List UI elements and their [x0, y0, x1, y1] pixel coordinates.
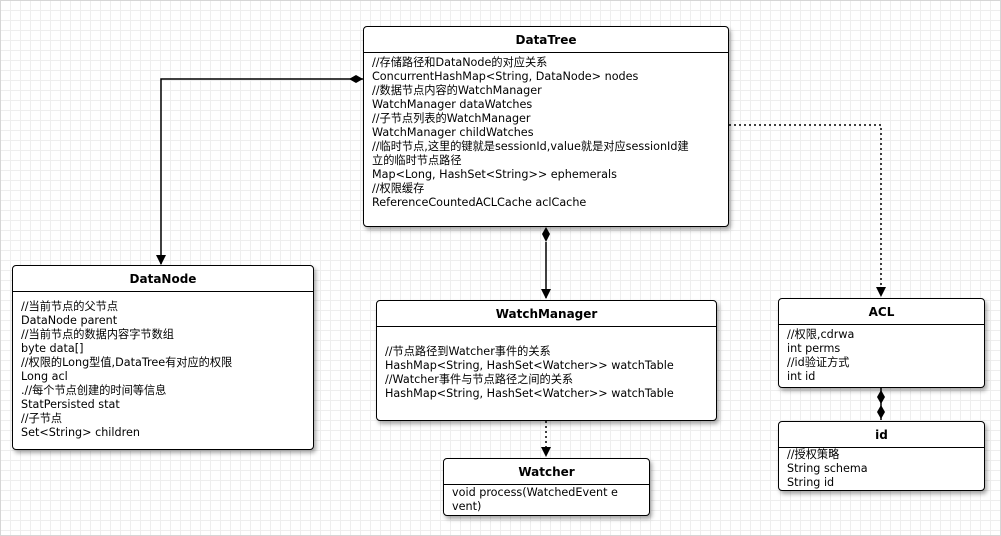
- field-line: byte data[]: [21, 342, 84, 355]
- field-line: //权限缓存: [372, 182, 425, 195]
- datanode-title: DataNode: [13, 266, 313, 292]
- field-line: 立的临时节点路径: [372, 154, 462, 167]
- connector-datatree-acl: [729, 124, 886, 297]
- field-line: DataNode parent: [21, 314, 118, 327]
- field-line: //权限的Long型值,DataTree有对应的权限: [21, 356, 233, 369]
- field-line: ConcurrentHashMap<String, DataNode> node…: [372, 70, 639, 83]
- watcher-fields: void process(WatchedEvent event): [444, 485, 649, 517]
- watchmanager-class-box: WatchManager //节点路径到Watcher事件的关系 HashMap…: [376, 300, 717, 421]
- acl-class-box: ACL //权限,cdrwa int perms //id验证方式 int id: [778, 298, 985, 388]
- field-line: //子节点列表的WatchManager: [372, 112, 531, 125]
- field-line: //当前节点的父节点: [21, 300, 119, 313]
- field-line: Long acl: [21, 370, 68, 383]
- field-line: HashMap<String, HashSet<Watcher>> watchT…: [385, 359, 674, 372]
- field-line: //授权策略: [787, 448, 840, 461]
- field-line: Map<Long, HashSet<String>> ephemerals: [372, 168, 617, 181]
- field-line: int perms: [787, 342, 841, 355]
- field-line: WatchManager childWatches: [372, 126, 534, 139]
- id-title: id: [779, 422, 984, 448]
- watcher-class-box: Watcher void process(WatchedEvent event): [443, 458, 650, 516]
- field-line: //节点路径到Watcher事件的关系: [385, 345, 551, 358]
- id-class-box: id //授权策略 String schema String id: [778, 421, 985, 491]
- datatree-fields: //存储路径和DataNode的对应关系 ConcurrentHashMap<S…: [364, 53, 728, 213]
- datanode-fields: //当前节点的父节点 DataNode parent //当前节点的数据内容字节…: [13, 292, 313, 443]
- field-line: .//每个节点创建的时间等信息: [21, 384, 167, 397]
- id-fields: //授权策略 String schema String id: [779, 448, 984, 493]
- field-line: int id: [787, 370, 816, 383]
- field-line: //子节点: [21, 412, 63, 425]
- acl-title: ACL: [779, 299, 984, 325]
- datatree-title: DataTree: [364, 27, 728, 53]
- method-line: void process(WatchedEvent event): [452, 486, 618, 513]
- field-line: //临时节点,这里的键就是sessionId,value就是对应sessionI…: [372, 140, 689, 153]
- field-line: //当前节点的数据内容字节数组: [21, 328, 174, 341]
- connector-datatree-datanode: [156, 78, 363, 265]
- diamond-datatree-datanode: [349, 75, 363, 83]
- acl-fields: //权限,cdrwa int perms //id验证方式 int id: [779, 325, 984, 387]
- field-line: ReferenceCountedACLCache aclCache: [372, 196, 587, 209]
- datanode-class-box: DataNode //当前节点的父节点 DataNode parent //当前…: [12, 265, 314, 450]
- field-line: Set<String> children: [21, 426, 140, 439]
- watchmanager-fields: //节点路径到Watcher事件的关系 HashMap<String, Hash…: [377, 327, 716, 404]
- field-line: StatPersisted stat: [21, 398, 120, 411]
- datatree-class-box: DataTree //存储路径和DataNode的对应关系 Concurrent…: [363, 26, 729, 227]
- field-line: WatchManager dataWatches: [372, 98, 533, 111]
- field-line: //存储路径和DataNode的对应关系: [372, 56, 548, 69]
- diamond-datatree-watchmanager: [542, 227, 550, 242]
- field-line: String id: [787, 476, 835, 489]
- field-line: //id验证方式: [787, 356, 850, 369]
- field-line: HashMap<String, HashSet<Watcher>> watchT…: [385, 387, 674, 400]
- field-line: //权限,cdrwa: [787, 328, 855, 341]
- field-line: //Watcher事件与节点路径之间的关系: [385, 373, 574, 386]
- field-line: //数据节点内容的WatchManager: [372, 84, 542, 97]
- diamond-id-acl: [877, 405, 885, 419]
- diamond-acl-id: [877, 390, 885, 404]
- watcher-title: Watcher: [444, 459, 649, 485]
- field-line: String schema: [787, 462, 868, 475]
- watchmanager-title: WatchManager: [377, 301, 716, 327]
